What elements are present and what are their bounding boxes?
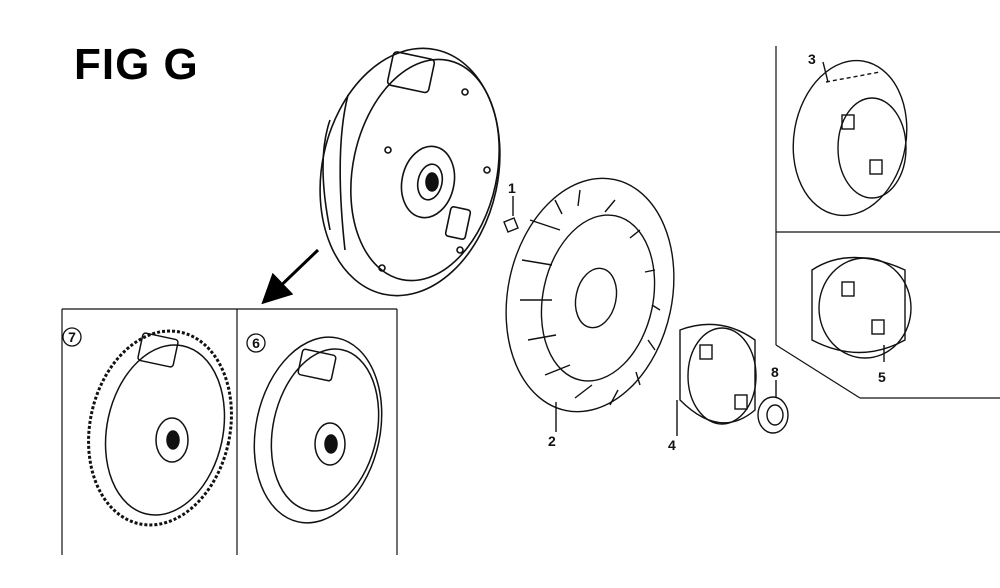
figure-title: FIG G <box>74 40 199 89</box>
flange-nut <box>757 380 789 434</box>
callout-4: 4 <box>668 437 676 453</box>
flywheel-variant-7 <box>87 329 233 527</box>
variants-box <box>61 308 398 555</box>
callout-1: 1 <box>508 180 516 196</box>
circled-callout-7: 7 <box>62 327 82 347</box>
svg-text:7: 7 <box>68 329 76 345</box>
flywheel-variant-6 <box>253 336 383 524</box>
cooling-fan <box>505 177 675 432</box>
starter-pulley-b <box>676 323 757 436</box>
variant-arrow <box>261 248 320 305</box>
main-flywheel <box>319 47 501 297</box>
callout-5: 5 <box>878 369 886 385</box>
circled-callout-6: 6 <box>246 333 266 353</box>
woodruff-key <box>503 196 519 233</box>
callout-2: 2 <box>548 433 556 449</box>
pulley-options-box <box>775 46 1000 399</box>
callout-3: 3 <box>808 51 816 67</box>
starter-pulley-c <box>811 256 912 362</box>
callout-8: 8 <box>771 364 779 380</box>
starter-pulley-a <box>792 59 908 217</box>
svg-text:6: 6 <box>252 335 260 351</box>
